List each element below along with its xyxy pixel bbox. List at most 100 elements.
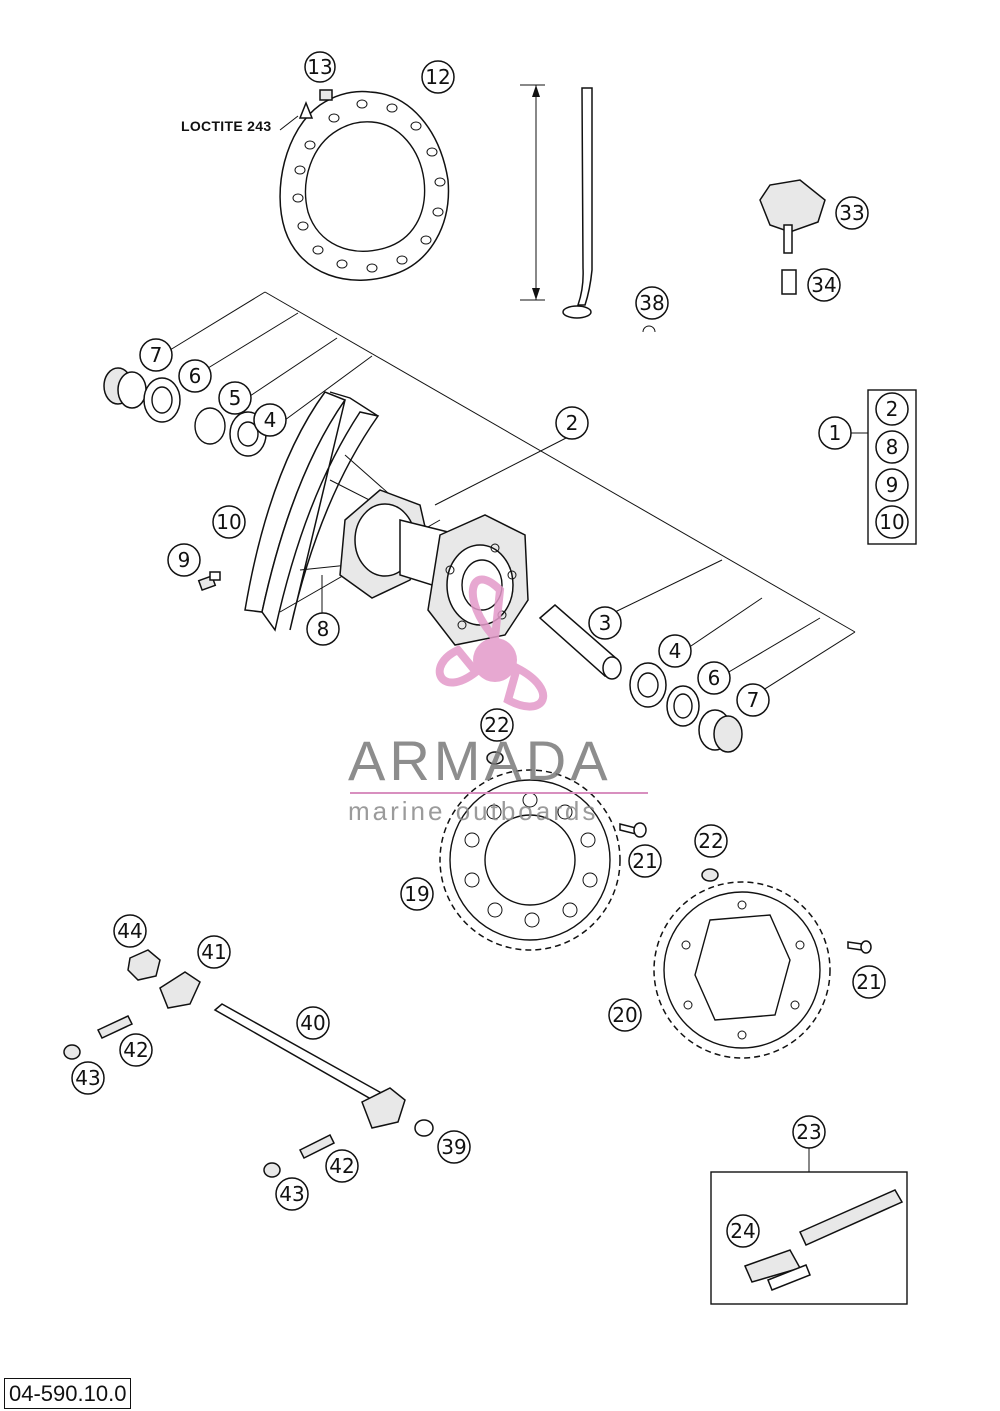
svg-text:10: 10	[216, 510, 241, 534]
svg-text:9: 9	[178, 548, 191, 572]
axle-spacer	[538, 604, 622, 680]
rear-sprocket-alu	[653, 881, 831, 1059]
callout-kit-8: 8	[875, 430, 909, 464]
watermark-divider	[350, 792, 648, 794]
svg-text:8: 8	[317, 617, 330, 641]
callout-13: 13	[304, 51, 336, 83]
callout-22b: 22	[694, 824, 728, 858]
callout-41: 41	[197, 935, 231, 969]
callout-22: 22	[480, 708, 514, 742]
svg-text:6: 6	[189, 364, 202, 388]
wheel-hub	[339, 489, 529, 646]
axle-nut	[127, 949, 161, 981]
svg-text:2: 2	[886, 397, 899, 421]
svg-text:21: 21	[856, 970, 881, 994]
callout-7b: 7	[736, 683, 770, 717]
svg-text:43: 43	[279, 1182, 304, 1206]
callout-43b: 43	[275, 1177, 309, 1211]
callout-42: 42	[119, 1033, 153, 1067]
chain-kit	[710, 1148, 908, 1305]
svg-text:38: 38	[639, 291, 664, 315]
svg-text:4: 4	[669, 639, 682, 663]
svg-text:5: 5	[229, 386, 242, 410]
callout-8: 8	[306, 612, 340, 646]
callout-5: 5	[218, 381, 252, 415]
watermark-name: ARMADA	[348, 729, 612, 792]
nut	[63, 1044, 281, 1178]
svg-text:42: 42	[329, 1154, 354, 1178]
wheel-rim	[244, 391, 449, 632]
sprocket-nut	[486, 751, 504, 765]
callout-38: 38	[635, 286, 669, 320]
svg-text:6: 6	[708, 666, 721, 690]
svg-text:21: 21	[632, 849, 657, 873]
leader-lines-upper	[169, 291, 856, 693]
svg-text:23: 23	[796, 1120, 821, 1144]
svg-text:2: 2	[566, 411, 579, 435]
callout-6: 6	[178, 359, 212, 393]
callout-9: 9	[167, 543, 201, 577]
callout-4: 4	[253, 403, 287, 437]
callout-24: 24	[726, 1214, 760, 1248]
spoke-nipple	[642, 325, 656, 333]
sprocket-screw	[619, 822, 647, 838]
adjust-screw	[96, 1015, 336, 1160]
svg-text:22: 22	[698, 829, 723, 853]
diagram-part-number: 04-590.10.0	[4, 1378, 132, 1409]
watermark-tagline: marine outboards	[348, 796, 599, 826]
svg-text:43: 43	[75, 1066, 100, 1090]
callout-42b: 42	[325, 1149, 359, 1183]
svg-text:41: 41	[201, 940, 226, 964]
kit-bracket	[850, 389, 917, 545]
svg-text:39: 39	[441, 1135, 466, 1159]
svg-text:7: 7	[150, 343, 163, 367]
spacer-cap	[414, 1119, 434, 1137]
callout-3: 3	[588, 606, 622, 640]
callout-kit-2: 2	[875, 392, 909, 426]
callout-44: 44	[113, 914, 147, 948]
chain-adjuster	[159, 971, 201, 1009]
callouts: 13 12 33 34 38 7 6 5 4 2 1 2 8 9 10 10 9…	[71, 51, 909, 1248]
callout-12: 12	[421, 60, 455, 94]
callout-21b: 21	[852, 965, 886, 999]
disc-bolt	[298, 89, 333, 119]
brake-disc	[279, 90, 450, 281]
svg-text:12: 12	[425, 65, 450, 89]
svg-text:4: 4	[264, 408, 277, 432]
callout-23: 23	[792, 1115, 826, 1149]
callout-2: 2	[555, 406, 589, 440]
svg-text:13: 13	[307, 55, 332, 79]
callout-33: 33	[835, 196, 869, 230]
wheel-axle	[213, 1003, 406, 1129]
svg-text:22: 22	[484, 713, 509, 737]
valve	[197, 571, 221, 592]
bearing-stack-right	[629, 662, 743, 753]
svg-text:34: 34	[811, 273, 836, 297]
svg-text:7: 7	[747, 688, 760, 712]
callout-40: 40	[296, 1006, 330, 1040]
sprocket-screw-2	[847, 940, 872, 954]
spoke	[520, 84, 593, 319]
svg-text:33: 33	[839, 201, 864, 225]
svg-text:1: 1	[829, 421, 842, 445]
svg-text:19: 19	[404, 882, 429, 906]
loctite-note: LOCTITE 243	[181, 118, 272, 134]
callout-6b: 6	[697, 661, 731, 695]
svg-text:24: 24	[730, 1219, 755, 1243]
callout-4b: 4	[658, 634, 692, 668]
rear-sprocket-steel	[439, 769, 621, 951]
callout-34: 34	[807, 268, 841, 302]
svg-text:9: 9	[886, 473, 899, 497]
callout-kit-10: 10	[875, 505, 909, 539]
callout-7: 7	[139, 338, 173, 372]
watermark-logo	[435, 575, 548, 711]
callout-19: 19	[400, 877, 434, 911]
svg-text:44: 44	[117, 919, 142, 943]
callout-20: 20	[608, 998, 642, 1032]
callout-1: 1	[818, 416, 852, 450]
rim-lock	[759, 179, 826, 254]
svg-text:40: 40	[300, 1011, 325, 1035]
callout-21: 21	[628, 844, 662, 878]
svg-text:10: 10	[879, 510, 904, 534]
